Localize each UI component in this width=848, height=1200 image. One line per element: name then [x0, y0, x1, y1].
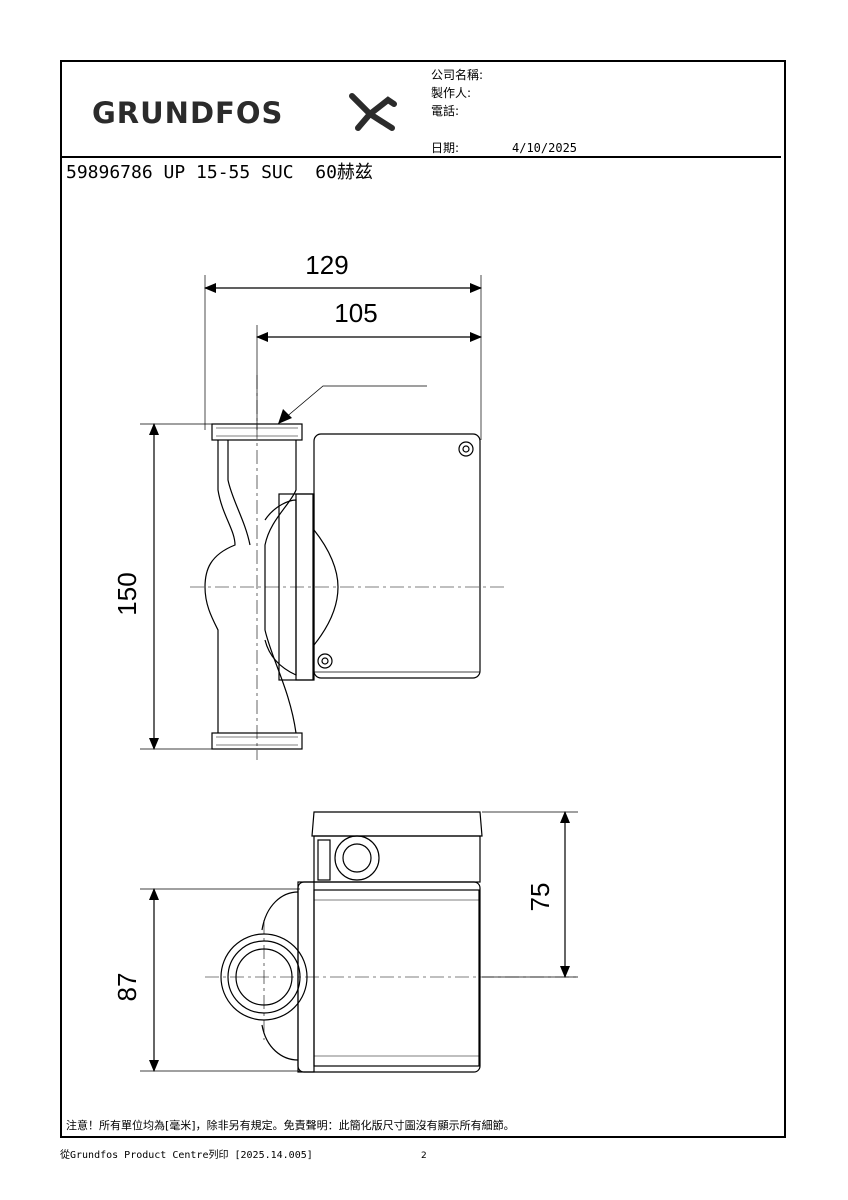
dim-label-150: 150 [112, 572, 142, 615]
author-label: 製作人: [431, 86, 472, 100]
brand-logo-text: GRUNDFOS [92, 96, 284, 130]
header-rule [60, 156, 781, 158]
product-title: 59896786 UP 15-55 SUC 60赫兹 [66, 162, 373, 183]
company-label: 公司名稱: [431, 68, 484, 82]
printed-from: 從Grundfos Product Centre列印 [2025.14.005] [60, 1150, 313, 1161]
dim-label-87: 87 [112, 973, 142, 1002]
dim-label-105: 105 [334, 298, 377, 328]
date-value: 4/10/2025 [512, 141, 578, 155]
phone-label: 電話: [431, 104, 460, 118]
footer-note: 注意！所有單位均為[毫米]，除非另有規定。免責聲明：此簡化版尺寸圖沒有顯示所有細… [66, 1119, 515, 1132]
date-label: 日期: [431, 141, 460, 155]
grundfos-logo-icon [349, 93, 397, 131]
dim-label-129: 129 [305, 250, 348, 280]
page-number: 2 [421, 1151, 427, 1161]
leader-line [277, 385, 427, 425]
side-view [140, 811, 578, 1073]
drawing-frame [60, 60, 786, 1138]
dim-label-75: 75 [525, 883, 555, 912]
front-view [140, 275, 505, 760]
